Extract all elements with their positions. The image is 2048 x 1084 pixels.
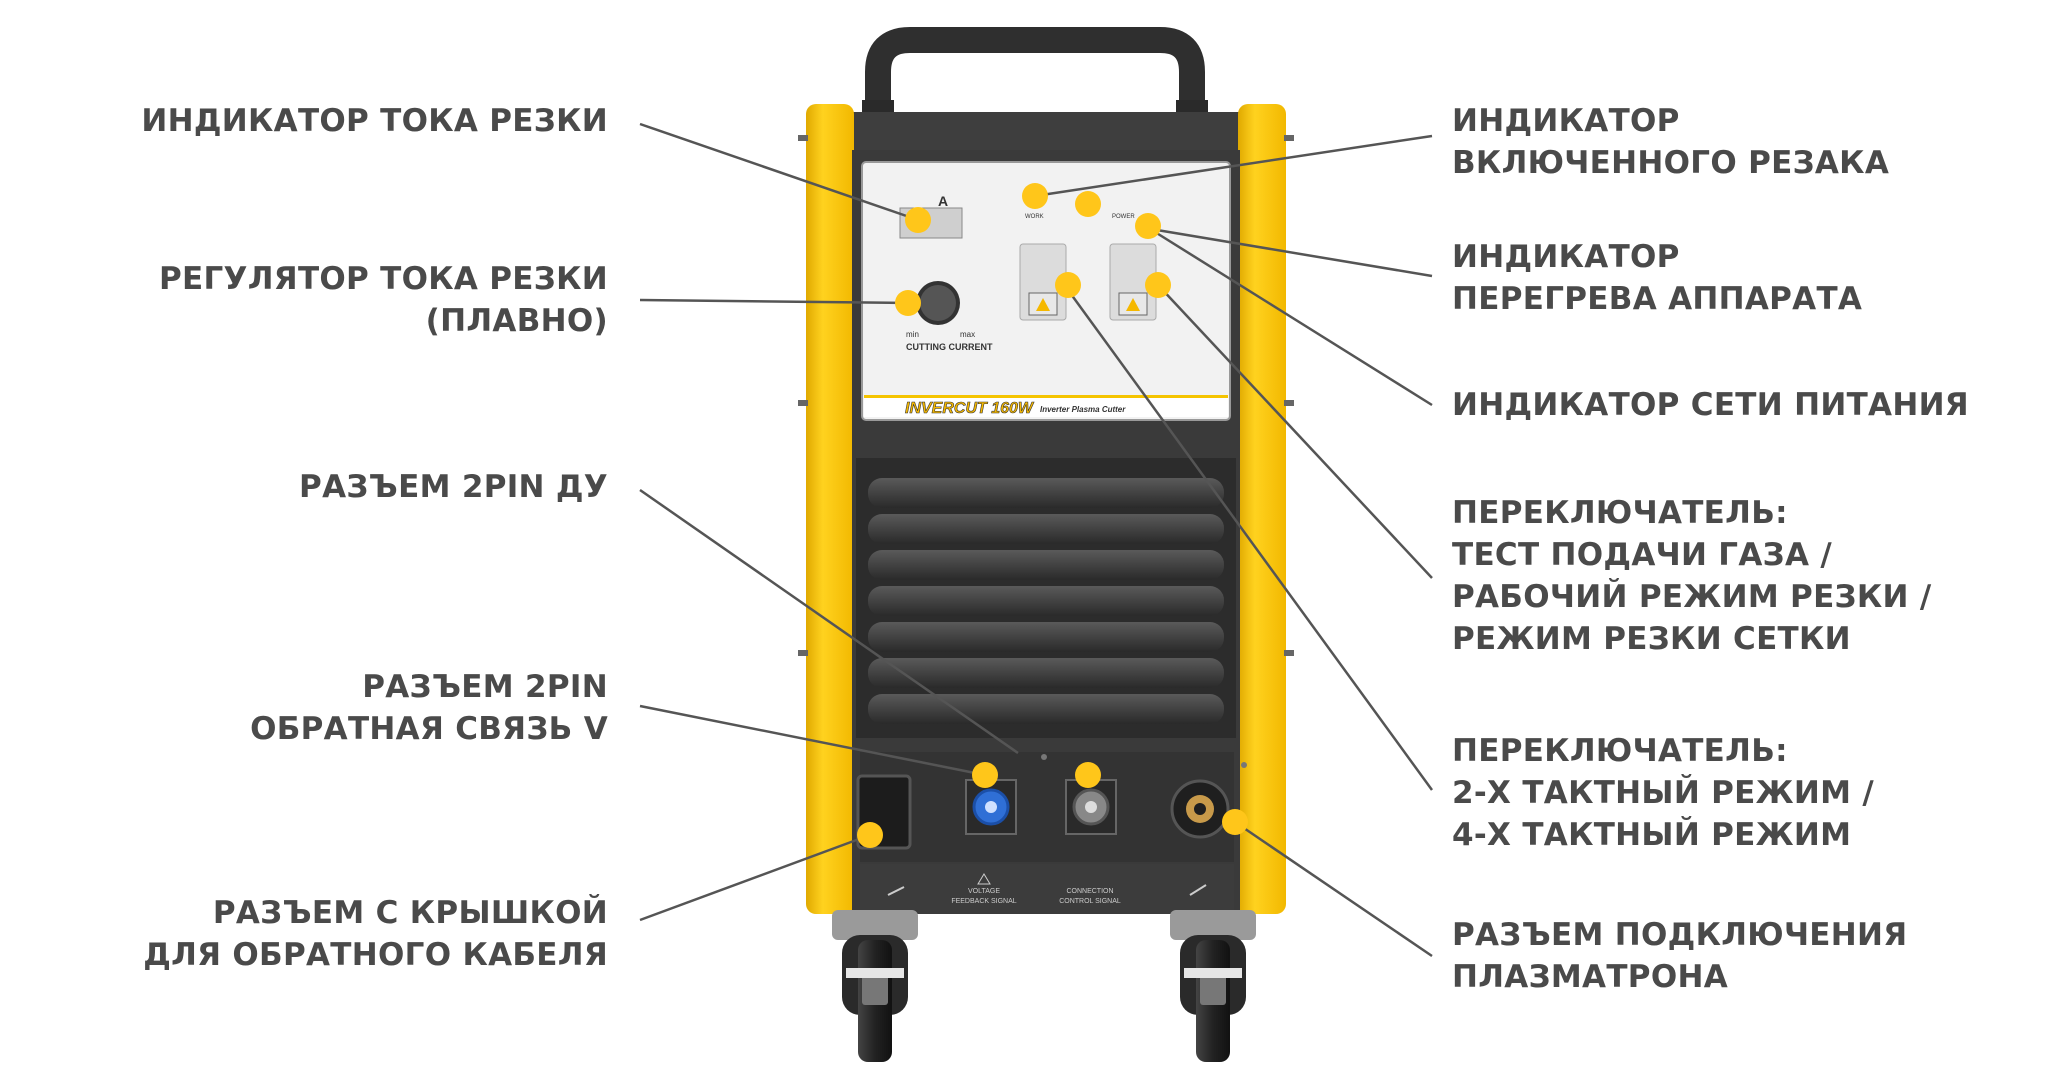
label-mode-switch-gas: ПЕРЕКЛЮЧАТЕЛЬ: ТЕСТ ПОДАЧИ ГАЗА / РАБОЧИ… bbox=[1452, 492, 1931, 660]
label-line: РАЗЪЕМ С КРЫШКОЙ bbox=[212, 895, 608, 931]
label-line: ВКЛЮЧЕННОГО РЕЗАКА bbox=[1452, 145, 1890, 181]
power-label: POWER bbox=[1112, 214, 1135, 220]
label-line: РАЗЪЕМ 2PIN ДУ bbox=[299, 469, 608, 505]
marker-overheat-indicator bbox=[1075, 191, 1101, 217]
label-line: ИНДИКАТОР bbox=[1452, 103, 1680, 139]
label-line: ПЛАЗМАТРОНА bbox=[1452, 959, 1729, 995]
label-cutting-current-indicator: ИНДИКАТОР ТОКА РЕЗКИ bbox=[141, 100, 608, 142]
marker-trigger-mode-switch bbox=[1145, 272, 1171, 298]
wheels bbox=[832, 910, 1256, 1062]
label-line: ДЛЯ ОБРАТНОГО КАБЕЛЯ bbox=[143, 937, 608, 973]
voltage-label-line2: FEEDBACK SIGNAL bbox=[951, 898, 1016, 905]
callout-markers bbox=[857, 183, 1248, 848]
marker-cutting-current-regulator bbox=[895, 290, 921, 316]
ventilation-louvers bbox=[856, 458, 1236, 738]
label-line: РАЗЪЕМ ПОДКЛЮЧЕНИЯ bbox=[1452, 917, 1908, 953]
label-cutting-current-regulator: РЕГУЛЯТОР ТОКА РЕЗКИ (ПЛАВНО) bbox=[159, 258, 608, 342]
marker-torch-connector bbox=[1222, 809, 1248, 835]
connector-area bbox=[856, 752, 1247, 862]
min-label: min bbox=[906, 330, 919, 339]
label-line: ПЕРЕКЛЮЧАТЕЛЬ: bbox=[1452, 733, 1788, 769]
control-panel: A min max CUTTING CURRENT WORK POWER INV… bbox=[861, 161, 1231, 421]
connection-label-line2: CONTROL SIGNAL bbox=[1059, 898, 1121, 905]
label-2pin-remote-connector: РАЗЪЕМ 2PIN ДУ bbox=[299, 466, 608, 508]
marker-2pin-feedback bbox=[972, 762, 998, 788]
model-subtitle: Inverter Plasma Cutter bbox=[1040, 405, 1126, 414]
label-line: ПЕРЕГРЕВА АППАРАТА bbox=[1452, 281, 1863, 317]
label-2pin-feedback-connector: РАЗЪЕМ 2PIN ОБРАТНАЯ СВЯЗЬ V bbox=[250, 666, 608, 750]
voltage-label-line1: VOLTAGE bbox=[968, 888, 1000, 895]
connection-label-line1: CONNECTION bbox=[1066, 888, 1113, 895]
label-line: ИНДИКАТОР bbox=[1452, 239, 1680, 275]
label-torch-on-indicator: ИНДИКАТОР ВКЛЮЧЕННОГО РЕЗАКА bbox=[1452, 100, 1889, 184]
cutting-current-label: CUTTING CURRENT bbox=[906, 342, 993, 352]
label-line: РЕГУЛЯТОР ТОКА РЕЗКИ bbox=[158, 261, 608, 297]
label-line: ИНДИКАТОР СЕТИ ПИТАНИЯ bbox=[1452, 387, 1969, 423]
marker-2pin-remote bbox=[1075, 762, 1101, 788]
label-line: РЕЖИМ РЕЗКИ СЕТКИ bbox=[1452, 621, 1851, 657]
leader-lines bbox=[639, 122, 1434, 958]
label-mains-indicator: ИНДИКАТОР СЕТИ ПИТАНИЯ bbox=[1452, 384, 1969, 426]
label-line: ТЕСТ ПОДАЧИ ГАЗА / bbox=[1452, 537, 1832, 573]
label-torch-connector: РАЗЪЕМ ПОДКЛЮЧЕНИЯ ПЛАЗМАТРОНА bbox=[1452, 914, 1907, 998]
label-line: РАЗЪЕМ 2PIN bbox=[362, 669, 608, 705]
label-trigger-mode-switch: ПЕРЕКЛЮЧАТЕЛЬ: 2-Х ТАКТНЫЙ РЕЖИМ / 4-Х Т… bbox=[1452, 730, 1874, 856]
marker-torch-on-indicator bbox=[1022, 183, 1048, 209]
marker-mains-indicator bbox=[1135, 213, 1161, 239]
label-line: РАБОЧИЙ РЕЖИМ РЕЗКИ / bbox=[1452, 579, 1932, 615]
marker-return-cable bbox=[857, 822, 883, 848]
max-label: max bbox=[960, 330, 975, 339]
label-line: 2-Х ТАКТНЫЙ РЕЖИМ / bbox=[1452, 775, 1875, 811]
label-line: ПЕРЕКЛЮЧАТЕЛЬ: bbox=[1452, 495, 1788, 531]
model-label: INVERCUT 160W bbox=[905, 400, 1035, 417]
marker-cutting-current-indicator bbox=[905, 207, 931, 233]
bottom-panel: VOLTAGE FEEDBACK SIGNAL CONNECTION CONTR… bbox=[860, 864, 1234, 914]
work-label: WORK bbox=[1025, 214, 1044, 220]
label-return-cable-connector: РАЗЪЕМ С КРЫШКОЙ ДЛЯ ОБРАТНОГО КАБЕЛЯ bbox=[143, 892, 608, 976]
label-line: 4-Х ТАКТНЫЙ РЕЖИМ bbox=[1452, 817, 1852, 853]
label-line: ИНДИКАТОР ТОКА РЕЗКИ bbox=[141, 103, 608, 139]
label-overheat-indicator: ИНДИКАТОР ПЕРЕГРЕВА АППАРАТА bbox=[1452, 236, 1862, 320]
label-line: (ПЛАВНО) bbox=[425, 303, 608, 339]
amp-unit-text: A bbox=[938, 193, 948, 209]
label-line: ОБРАТНАЯ СВЯЗЬ V bbox=[250, 711, 608, 747]
marker-mode-switch-gas bbox=[1055, 272, 1081, 298]
